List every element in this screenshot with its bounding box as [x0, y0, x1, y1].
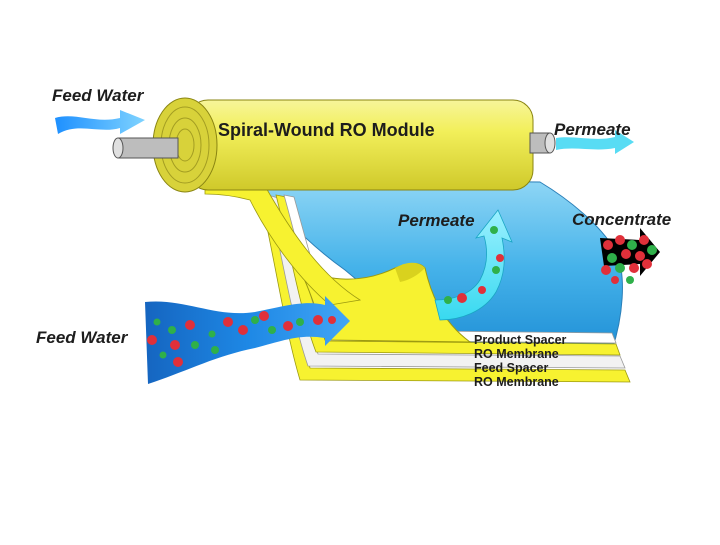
module-title-label: Spiral-Wound RO Module	[218, 120, 435, 140]
ro-module-cylinder	[152, 97, 534, 193]
feed-pipe	[112, 137, 179, 159]
layer-label-product-spacer: Product Spacer	[474, 333, 567, 347]
concentrate-molecules	[601, 235, 657, 284]
permeate-right-label: Permeate	[554, 120, 631, 139]
permeate-flow-arrow	[434, 209, 513, 321]
layer-label-feed-spacer: Feed Spacer	[474, 361, 549, 375]
feed-molecules	[147, 311, 336, 367]
flap-underside	[395, 262, 425, 282]
permeate-pipe	[529, 132, 556, 154]
concentrate-label: Concentrate	[572, 210, 672, 229]
permeate-middle-label: Permeate	[398, 211, 475, 230]
feed-water-bottom-label: Feed Water	[36, 328, 128, 347]
feed-water-top-label: Feed Water	[52, 86, 144, 105]
layer-label-ro-membrane-1: RO Membrane	[474, 347, 559, 361]
feed-water-channel-arrow	[145, 296, 350, 384]
feed-water-inlet-arrow	[55, 110, 145, 134]
permeate-outlet-arrow	[556, 130, 634, 154]
layer-label-ro-membrane-2: RO Membrane	[474, 375, 559, 389]
permeate-molecules	[444, 226, 504, 304]
